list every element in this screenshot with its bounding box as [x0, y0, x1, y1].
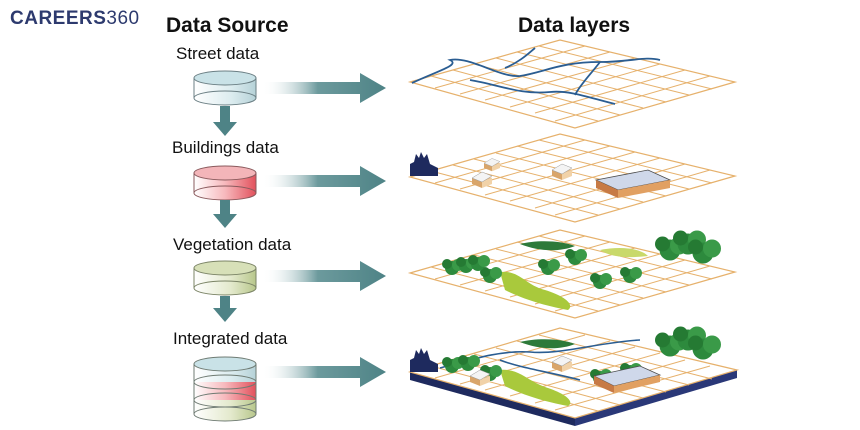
data-source-heading: Data Source	[166, 14, 289, 37]
right-arrow-buildings	[262, 166, 386, 196]
street-data-label: Street data	[176, 44, 260, 63]
logo-light: 360	[106, 8, 140, 29]
buildings-data-label: Buildings data	[172, 138, 279, 157]
vegetation-layer	[407, 229, 738, 319]
integrated-data-label: Integrated data	[173, 329, 288, 348]
integrated-layer	[407, 326, 740, 426]
integrated-data-cylinder	[193, 356, 257, 422]
logo-bold: CAREERS	[10, 8, 107, 29]
right-arrow-street	[262, 73, 386, 103]
street-data-cylinder	[193, 70, 257, 106]
down-arrow-2	[213, 200, 237, 228]
street-layer	[407, 39, 738, 129]
buildings-data-cylinder	[193, 165, 257, 201]
down-arrow-3	[213, 296, 237, 322]
buildings-layer	[407, 133, 738, 223]
vegetation-data-cylinder	[193, 260, 257, 296]
right-arrow-integrated	[262, 357, 386, 387]
vegetation-data-label: Vegetation data	[173, 235, 292, 254]
brand-logo: CAREERS360	[10, 8, 140, 30]
down-arrow-1	[213, 106, 237, 136]
data-layers-heading: Data layers	[518, 14, 631, 37]
right-arrow-vegetation	[262, 261, 386, 291]
